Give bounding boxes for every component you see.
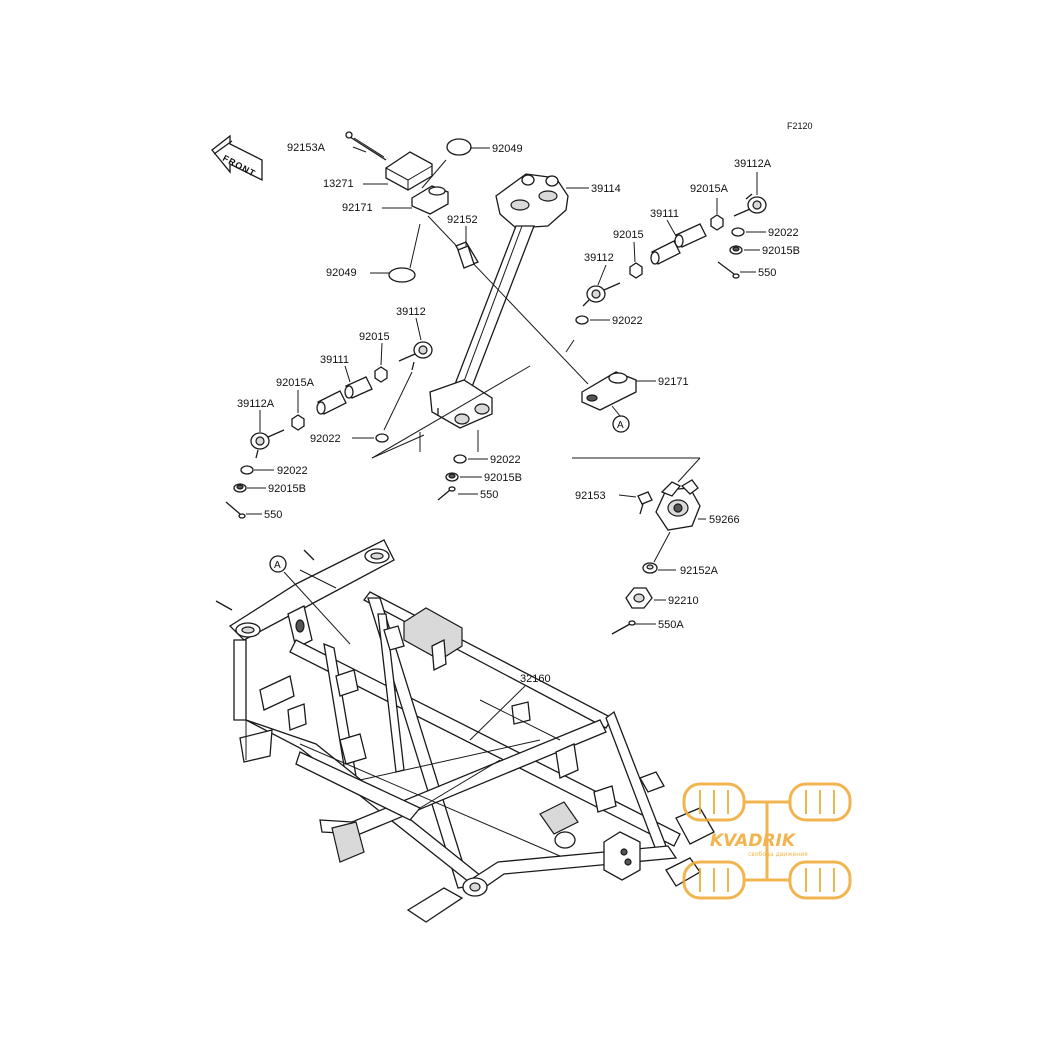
label-550-left: 550 [264, 509, 282, 521]
diagram-code: F2120 [787, 121, 813, 131]
reference-marker-a-frame: A [274, 560, 281, 571]
label-92022-left-low: 92022 [277, 465, 308, 477]
upper-clamp-group [345, 131, 490, 283]
label-39112A-left: 39112A [237, 398, 275, 410]
label-92015B-center: 92015B [484, 472, 522, 484]
label-92152A: 92152A [680, 565, 719, 577]
label-39114: 39114 [591, 183, 621, 195]
label-92015B-left: 92015B [268, 483, 306, 495]
label-92022-right-top: 92022 [768, 227, 799, 239]
left-tie-rod-group [225, 317, 433, 519]
label-39112-left: 39112 [396, 306, 426, 318]
label-92152: 92152 [447, 214, 478, 226]
label-39112-right: 39112 [584, 252, 614, 264]
label-92049-bottom: 92049 [326, 267, 357, 279]
center-hardware-group [437, 454, 488, 501]
label-550A: 550A [658, 619, 684, 631]
label-92015B-right-top: 92015B [762, 245, 800, 257]
label-92153: 92153 [575, 490, 606, 502]
right-tie-rod-group [565, 172, 767, 353]
sleeve-92152 [455, 226, 479, 269]
label-550-center: 550 [480, 489, 498, 501]
part-labels: 92153A 13271 92171 92049 92049 39114 921… [237, 142, 800, 685]
label-92015A-left: 92015A [276, 377, 315, 389]
label-550-right-top: 550 [758, 267, 776, 279]
label-39111-right: 39111 [650, 208, 679, 220]
watermark-tagline: свобода движения [748, 851, 808, 858]
label-32160: 32160 [520, 673, 551, 685]
label-92171-mid: 92171 [658, 376, 689, 388]
label-92022-right-mid: 92022 [612, 315, 643, 327]
watermark-brand: KVADRIK [710, 831, 797, 851]
reference-marker-a-upper: A [617, 420, 624, 431]
lower-clamp-92171: A [581, 371, 656, 433]
label-92015-right: 92015 [613, 229, 644, 241]
label-92015A-right: 92015A [690, 183, 729, 195]
wheel-icon [682, 782, 852, 900]
label-92015-left: 92015 [359, 331, 390, 343]
label-92210: 92210 [668, 595, 699, 607]
label-92022-center: 92022 [490, 454, 521, 466]
label-92171-top: 92171 [342, 202, 373, 214]
watermark-logo: KVADRIK свобода движения [682, 782, 852, 900]
label-39112A-right: 39112A [734, 158, 772, 170]
label-59266: 59266 [709, 514, 740, 526]
steering-stem [427, 173, 589, 429]
assembly-lines [371, 365, 701, 483]
front-arrow-icon: FRONT [211, 134, 263, 182]
label-13271: 13271 [323, 178, 354, 190]
label-39111-left: 39111 [320, 354, 349, 366]
pitman-arm-group [611, 479, 706, 635]
label-92153A: 92153A [287, 142, 326, 154]
label-92022-left-mid: 92022 [310, 433, 341, 445]
main-frame: A [215, 539, 715, 923]
label-92049-top: 92049 [492, 143, 523, 155]
